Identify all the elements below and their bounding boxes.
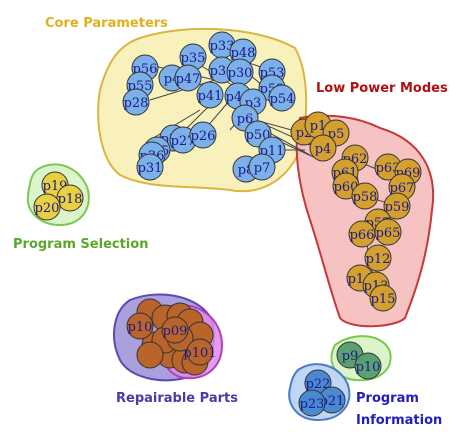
node-label: p59 (385, 200, 410, 215)
node-p54: p54 (268, 84, 296, 112)
nodes-layer: p33p35p48p56p55p28p4p47p39p30p53p52p54p4… (33, 31, 422, 417)
node-label: p28 (124, 96, 149, 111)
node-p21: p21 (318, 386, 346, 414)
node-label: p41 (198, 89, 223, 104)
node-circle (309, 134, 337, 162)
node-circle (354, 352, 382, 380)
node-p20: p20 (33, 193, 61, 221)
node-label: p35 (181, 51, 206, 66)
node-label: p4 (315, 142, 332, 157)
node-label: p60 (334, 180, 359, 195)
node-label: p101 (183, 346, 216, 361)
node-p30: p30 (226, 58, 254, 86)
node-p59: p59 (383, 192, 411, 220)
node-label: p1 (310, 119, 327, 134)
node-p47: p47 (174, 64, 202, 92)
node-circle (383, 192, 411, 220)
node-p48: p48 (229, 38, 257, 66)
node-circle (33, 193, 61, 221)
node-label: p48 (231, 46, 256, 61)
program-information-label-line1: Program (356, 391, 419, 406)
repairable-node (136, 341, 164, 369)
program-information-label-line2: Information (356, 413, 442, 428)
node-p66: p66 (348, 220, 376, 248)
node-label: p6 (237, 112, 254, 127)
node-label: p12 (366, 252, 391, 267)
node-circle (136, 153, 164, 181)
program-selection-label: Program Selection (13, 237, 148, 252)
node-circle (126, 312, 154, 340)
node-label: p10 (356, 360, 381, 375)
node-label: p15 (371, 292, 396, 307)
node-circle (298, 389, 326, 417)
node-p26: p26 (189, 121, 217, 149)
node-circle (348, 220, 376, 248)
node-circle (268, 84, 296, 112)
node-circle (364, 244, 392, 272)
node-p18: p18 (56, 184, 84, 212)
node-label: p31 (138, 161, 163, 176)
node-p63: p63 (374, 153, 402, 181)
node-circle (369, 284, 397, 312)
node-label: p54 (270, 92, 295, 107)
node-circle (351, 182, 379, 210)
node-p31: p31 (136, 153, 164, 181)
node-label: p21 (320, 394, 345, 409)
node-label: p33 (210, 39, 235, 54)
node-circle (248, 153, 276, 181)
node-p33: p33 (208, 31, 236, 59)
node-label: p47 (176, 72, 201, 87)
node-p23: p23 (298, 389, 326, 417)
node-p10: p10 (126, 312, 154, 340)
node-p10: p10 (354, 352, 382, 380)
node-label: p23 (300, 397, 325, 412)
node-p09: p09 (161, 316, 189, 344)
node-label: p58 (353, 190, 378, 205)
node-p7: p7 (248, 153, 276, 181)
node-label: p26 (191, 129, 216, 144)
node-p15: p15 (369, 284, 397, 312)
node-circle (161, 316, 189, 344)
node-p65: p65 (374, 218, 402, 246)
core-parameters-label: Core Parameters (45, 16, 168, 31)
node-label: p7 (254, 161, 271, 176)
node-label: p63 (376, 161, 401, 176)
node-p4: p4 (309, 134, 337, 162)
node-label: p10 (128, 320, 153, 335)
node-label: p30 (228, 66, 253, 81)
node-label: p09 (163, 324, 188, 339)
node-circle (196, 81, 224, 109)
node-p58: p58 (351, 182, 379, 210)
node-p28: p28 (122, 88, 150, 116)
low-power-modes-label: Low Power Modes (316, 81, 448, 96)
node-p35: p35 (179, 43, 207, 71)
node-label: p66 (350, 228, 375, 243)
node-p101: p101 (183, 338, 217, 366)
node-label: p22 (306, 377, 331, 392)
repairable-parts-label: Repairable Parts (116, 391, 238, 406)
node-label: p27 (171, 134, 196, 149)
node-circle (174, 64, 202, 92)
node-p41: p41 (196, 81, 224, 109)
node-label: p9 (342, 349, 359, 364)
node-circle (122, 88, 150, 116)
node-label: p67 (390, 181, 415, 196)
node-circle (189, 121, 217, 149)
node-label: p18 (58, 192, 83, 207)
node-circle (186, 338, 214, 366)
node-label: p65 (376, 226, 401, 241)
node-p12: p12 (364, 244, 392, 272)
node-label: p20 (35, 201, 60, 216)
